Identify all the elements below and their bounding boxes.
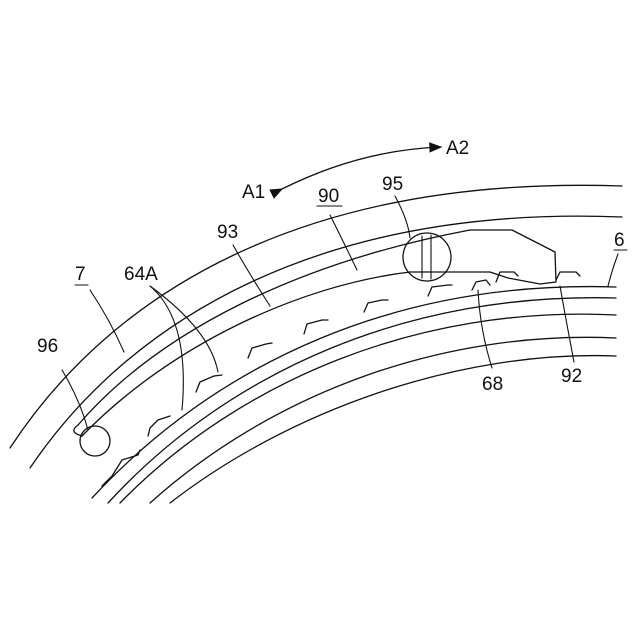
label-90: 90 bbox=[318, 186, 339, 207]
label-7: 7 bbox=[75, 264, 86, 285]
inner-ring-1 bbox=[108, 298, 616, 503]
pin-96 bbox=[80, 426, 110, 456]
outer-ring-outer-edge bbox=[10, 185, 622, 448]
label-a1: A1 bbox=[242, 182, 265, 203]
label-93: 93 bbox=[217, 222, 238, 243]
label-92: 92 bbox=[561, 366, 582, 387]
label-68: 68 bbox=[482, 374, 503, 395]
lever-band-lower-edge bbox=[82, 272, 410, 436]
gear-ring-tooth-line bbox=[92, 287, 616, 498]
pin-95 bbox=[403, 233, 451, 281]
label-96: 96 bbox=[37, 336, 58, 357]
leader-lines bbox=[62, 196, 618, 430]
label-6: 6 bbox=[614, 230, 625, 251]
pawl-68 bbox=[472, 280, 490, 290]
label-64a: 64A bbox=[124, 264, 158, 285]
lever-band-upper-edge bbox=[78, 230, 470, 425]
label-95: 95 bbox=[382, 174, 403, 195]
label-a2: A2 bbox=[446, 138, 469, 159]
direction-arrow bbox=[282, 147, 441, 189]
inner-ring-4 bbox=[170, 356, 616, 503]
outer-ring-inner-edge bbox=[30, 216, 622, 468]
lever-tip bbox=[74, 425, 82, 436]
